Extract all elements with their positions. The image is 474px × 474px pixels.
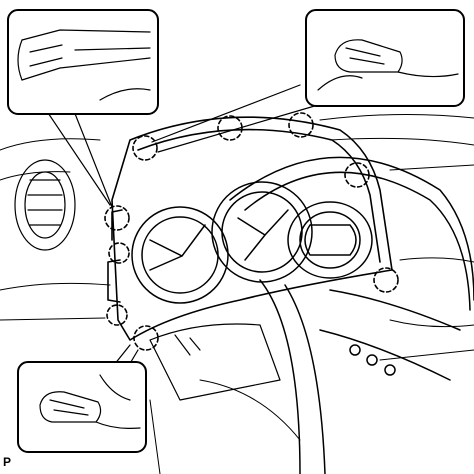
marker-clip: [108, 242, 130, 264]
marker-clip: [373, 267, 399, 293]
marker-clip: [132, 135, 158, 161]
leader-lines: [37, 84, 319, 373]
column-cover: [149, 323, 281, 401]
marker-clip: [133, 325, 159, 351]
marker-clip: [106, 304, 128, 326]
marker-clip: [288, 112, 314, 138]
left-air-vent: [14, 159, 76, 251]
dashboard-background: [0, 113, 474, 474]
steering-wheel: [229, 156, 474, 474]
callout-bottom-left: [17, 361, 147, 453]
callout-top-right: [305, 9, 465, 107]
callout-top-left: [7, 9, 159, 115]
marker-clip: [344, 162, 370, 188]
gauge-right: [287, 201, 373, 279]
cluster-finish-panel: [107, 116, 393, 341]
clip-markers: [104, 112, 399, 351]
figure-code: P: [3, 455, 12, 469]
marker-clip: [104, 205, 130, 231]
marker-clip: [217, 115, 243, 141]
